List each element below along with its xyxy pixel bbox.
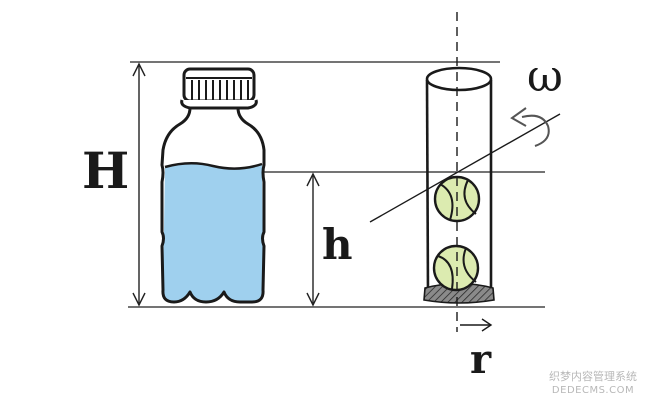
tube-top-ellipse <box>425 66 493 92</box>
label-H: H <box>82 141 130 200</box>
height-H-arrow <box>132 62 146 307</box>
rotating-tube <box>423 66 495 304</box>
water-bottle <box>160 67 266 304</box>
bottle-cap <box>182 67 256 103</box>
h-leader-line <box>369 113 561 223</box>
height-h-arrow <box>306 172 320 307</box>
tennis-ball-lower <box>432 244 480 292</box>
watermark: 织梦内容管理系统 DEDECMS.COM <box>538 370 648 398</box>
bottle-water <box>162 163 264 302</box>
watermark-line-2: DEDECMS.COM <box>551 385 635 396</box>
bottle-neck <box>180 99 258 110</box>
tube-left-wall <box>425 79 430 297</box>
label-h: h <box>322 220 353 269</box>
label-omega: ω <box>527 51 563 102</box>
water-surface <box>164 162 263 170</box>
label-r: r <box>470 336 492 383</box>
rotation-arrow <box>510 107 550 147</box>
bottle-outline <box>160 107 266 304</box>
radius-r-arrow <box>460 318 493 332</box>
watermark-line-1: 织梦内容管理系统 <box>549 370 637 383</box>
